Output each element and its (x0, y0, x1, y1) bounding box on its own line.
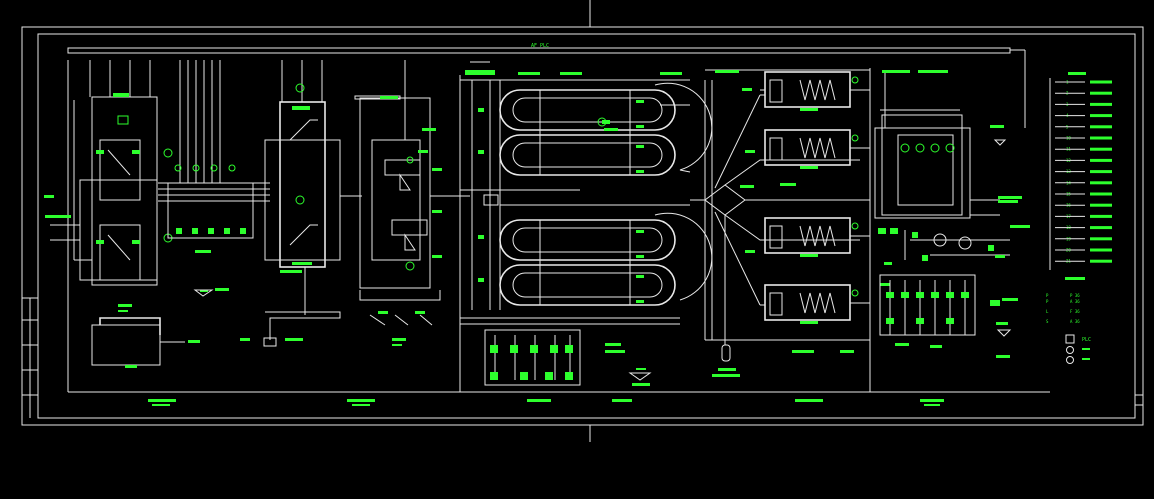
legend-plc-label: PLC (1082, 337, 1091, 343)
legend-item-tag (1090, 259, 1112, 263)
symbol-row-1-right: P 36 (1070, 293, 1080, 298)
settling-tank-4 (764, 284, 870, 324)
legend-item-tag (1090, 237, 1112, 241)
section-4-oxidation-tank (354, 60, 470, 346)
symbol-row-3-left: L (1046, 309, 1049, 314)
legend-item-tag (1090, 192, 1112, 196)
legend-item-tag (1090, 158, 1112, 162)
left-title-strip (22, 297, 38, 418)
section-7-control-unit (874, 70, 1030, 358)
legend-item-tag (1090, 226, 1112, 230)
legend-item-tag (1090, 248, 1112, 252)
legend-item-tag (1090, 147, 1112, 151)
symbol-row-2-left: P (1046, 299, 1049, 304)
settling-tank-2 (764, 129, 870, 169)
legend-symbol-block: P P 36 P A 36 L F 36 S A 36 (1046, 293, 1080, 324)
legend-footer: PLC (1065, 334, 1091, 364)
plc-bus: AF PLC (67, 43, 1026, 128)
symbol-row-4-left: S (1046, 319, 1049, 324)
symbol-row-3-right: F 36 (1070, 309, 1080, 314)
legend-item-tag (1090, 170, 1112, 174)
legend-item-tag (1090, 214, 1112, 218)
symbol-row-2-right: A 36 (1070, 299, 1080, 304)
bottom-collector-line (67, 60, 1050, 406)
legend-item-tag (1090, 203, 1112, 207)
right-edge-marks (1135, 394, 1143, 406)
settling-tank-1 (760, 71, 870, 111)
symbol-row-1-left: P (1046, 293, 1049, 298)
lower-loop (499, 212, 713, 306)
plc-bus-label: AF PLC (531, 43, 549, 49)
upper-loop (499, 82, 713, 176)
legend-item-tag (1090, 125, 1112, 129)
legend-item-tag (1090, 114, 1112, 118)
legend-item-tag (1090, 80, 1112, 84)
settling-tank-3 (764, 217, 870, 257)
section-5-loop-membrane-units (460, 61, 713, 386)
symbol-row-4-right: A 36 (1070, 319, 1080, 324)
section-2-dosing-manifold (158, 60, 270, 297)
dosing-racks (484, 329, 581, 386)
section-6-distribution (690, 69, 870, 377)
sheet-frame (21, 0, 1144, 442)
section-tags (148, 399, 944, 406)
section-3-filter-column (240, 60, 362, 347)
legend-item-tag (1090, 91, 1112, 95)
legend-item-tag (1090, 181, 1112, 185)
section-1-reactor (44, 60, 200, 368)
legend-item-tag (1090, 102, 1112, 106)
legend-item-tag (1090, 136, 1112, 140)
